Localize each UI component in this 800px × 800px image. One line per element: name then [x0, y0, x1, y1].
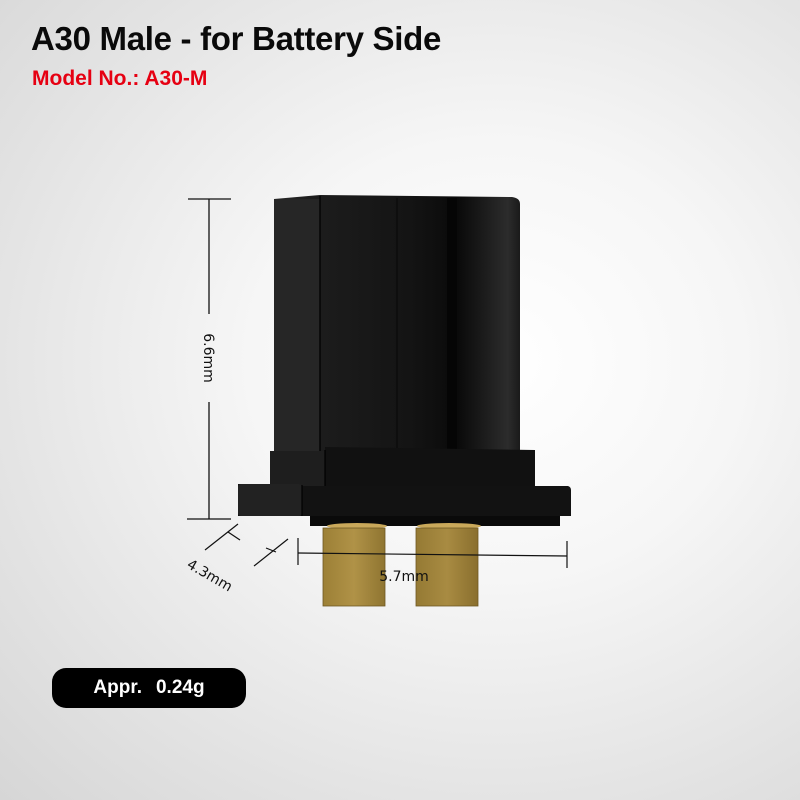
product-title: A30 Male - for Battery Side [31, 20, 442, 57]
weight-prefix: Appr. [93, 677, 142, 698]
model-number: Model No.: A30-M [32, 67, 208, 90]
depth-label: 4.3mm [184, 557, 235, 596]
weight-value: 0.24g [155, 677, 205, 698]
width-label: 5.7mm [379, 569, 429, 585]
connector-pins [322, 523, 481, 607]
weight-badge: Appr. 0.24g [52, 668, 246, 708]
depth-dimension [204, 523, 289, 567]
height-dimension [187, 198, 231, 520]
height-label: 6.6mm [200, 333, 216, 383]
connector-body [238, 195, 571, 526]
width-dimension [297, 538, 568, 568]
